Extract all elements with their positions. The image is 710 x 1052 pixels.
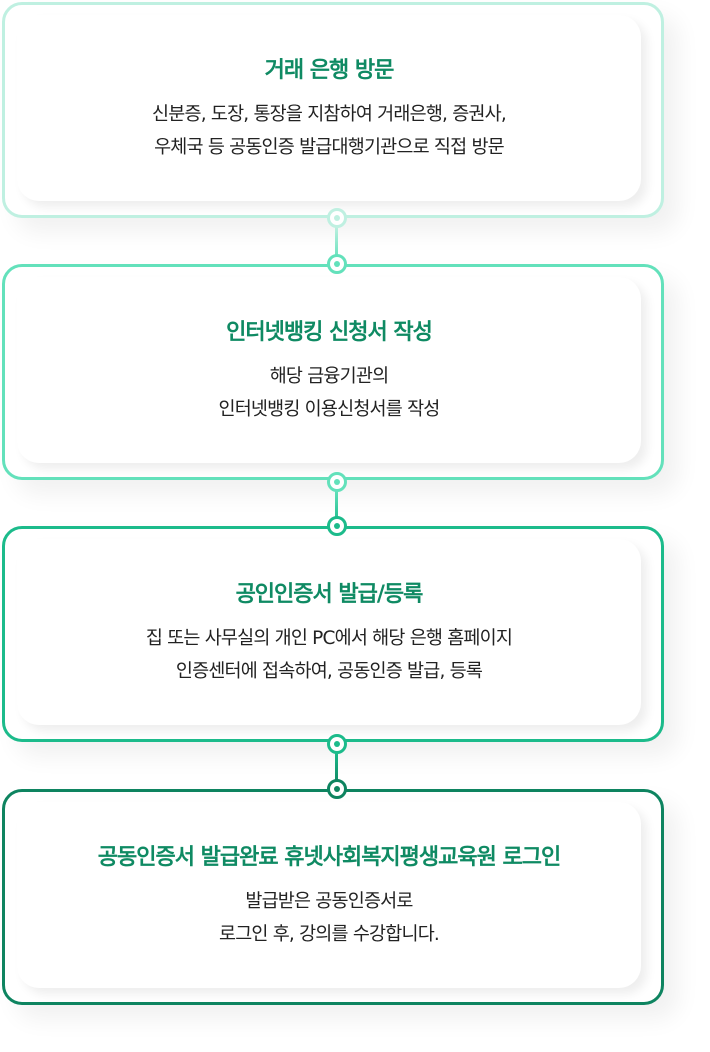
step-description: 발급받은 공동인증서로 로그인 후, 강의를 수강합니다. (218, 885, 440, 951)
step-card-inner: 인터넷뱅킹 신청서 작성 해당 금융기관의 인터넷뱅킹 이용신청서를 작성 (17, 277, 641, 463)
step-description: 집 또는 사무실의 개인 PC에서 해당 은행 홈페이지 인증센터에 접속하여,… (145, 622, 513, 688)
step-card-inner: 거래 은행 방문 신분증, 도장, 통장을 지참하여 거래은행, 증권사, 우체… (17, 15, 641, 201)
ring-node-icon (327, 734, 347, 754)
connector-line (335, 752, 338, 786)
description-line: 집 또는 사무실의 개인 PC에서 해당 은행 홈페이지 (145, 628, 513, 649)
step-title: 인터넷뱅킹 신청서 작성 (226, 320, 433, 345)
ring-node-icon (327, 472, 347, 492)
description-line: 신분증, 도장, 통장을 지참하여 거래은행, 증권사, (152, 104, 507, 125)
step-description: 해당 금융기관의 인터넷뱅킹 이용신청서를 작성 (218, 360, 440, 426)
description-line: 해당 금융기관의 (269, 366, 389, 387)
ring-node-icon (327, 254, 347, 274)
ring-node-icon (327, 779, 347, 799)
step-title: 공인인증서 발급/등록 (235, 582, 424, 607)
step-description: 신분증, 도장, 통장을 지참하여 거래은행, 증권사, 우체국 등 공동인증 … (152, 98, 507, 164)
description-line: 우체국 등 공동인증 발급대행기관으로 직접 방문 (154, 137, 505, 158)
ring-node-icon (327, 208, 347, 228)
step-card-certificate-issue: 공인인증서 발급/등록 집 또는 사무실의 개인 PC에서 해당 은행 홈페이지… (2, 526, 664, 742)
description-line: 발급받은 공동인증서로 (245, 891, 413, 912)
connector-line (335, 226, 338, 260)
ring-node-icon (327, 516, 347, 536)
step-title: 거래 은행 방문 (264, 58, 395, 83)
step-card-visit-bank: 거래 은행 방문 신분증, 도장, 통장을 지참하여 거래은행, 증권사, 우체… (2, 2, 664, 218)
description-line: 인터넷뱅킹 이용신청서를 작성 (218, 399, 440, 420)
description-line: 로그인 후, 강의를 수강합니다. (218, 924, 440, 945)
connector-line (335, 490, 338, 524)
step-card-inner: 공동인증서 발급완료 휴넷사회복지평생교육원 로그인 발급받은 공동인증서로 로… (17, 802, 641, 988)
step-card-internet-banking: 인터넷뱅킹 신청서 작성 해당 금융기관의 인터넷뱅킹 이용신청서를 작성 (2, 264, 664, 480)
step-title: 공동인증서 발급완료 휴넷사회복지평생교육원 로그인 (97, 845, 561, 870)
step-card-inner: 공인인증서 발급/등록 집 또는 사무실의 개인 PC에서 해당 은행 홈페이지… (17, 539, 641, 725)
description-line: 인증센터에 접속하여, 공동인증 발급, 등록 (175, 661, 483, 682)
step-card-login: 공동인증서 발급완료 휴넷사회복지평생교육원 로그인 발급받은 공동인증서로 로… (2, 789, 664, 1005)
